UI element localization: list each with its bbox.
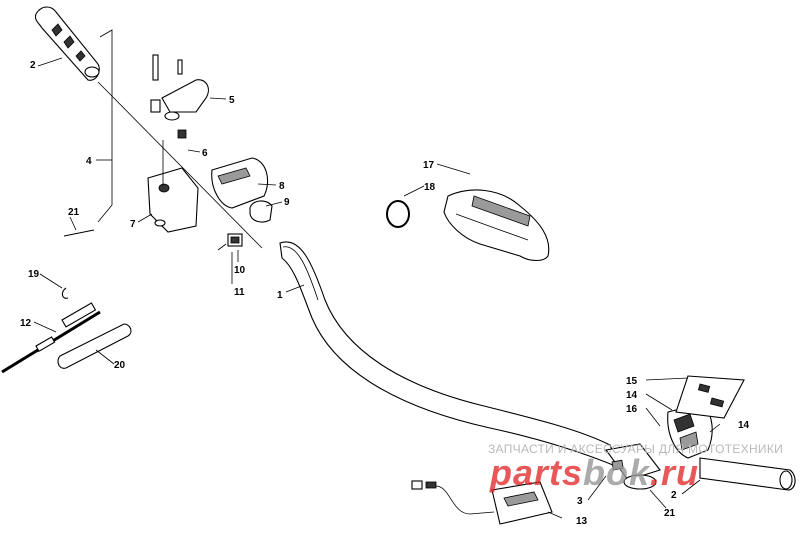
assembly-bracket-line	[97, 29, 113, 223]
callout-labels: 2 5 4 6 8 7 9 21 10 11 1 19 12 20 17 18 …	[20, 60, 750, 527]
callout-7: 7	[130, 219, 136, 230]
watermark-logo-bok: bok	[583, 452, 651, 493]
throttle-block	[147, 140, 199, 233]
callout-21-left: 21	[68, 207, 80, 218]
nut	[177, 129, 187, 139]
left-grip	[34, 6, 100, 81]
bushing	[623, 474, 657, 490]
watermark-logo: partsbok.ru	[490, 452, 699, 494]
callout-1: 1	[277, 290, 283, 301]
callout-20: 20	[114, 360, 126, 371]
clamp	[249, 200, 273, 223]
wiring-harness	[411, 480, 553, 525]
callout-21-right: 21	[664, 508, 676, 519]
switch-housing-lower	[605, 443, 661, 481]
callout-10: 10	[234, 265, 246, 276]
snap-ring	[386, 200, 410, 228]
handlebar	[279, 241, 622, 470]
handguard	[443, 189, 550, 262]
callout-19: 19	[28, 269, 40, 280]
callout-14-right: 14	[738, 420, 750, 431]
callout-15: 15	[626, 376, 638, 387]
callout-2-left: 2	[30, 60, 36, 71]
callout-17: 17	[423, 160, 435, 171]
housing-cover	[211, 157, 269, 209]
right-grip	[699, 457, 796, 491]
callout-2-right: 2	[671, 490, 677, 501]
cable-clip	[61, 287, 69, 299]
callout-12: 12	[20, 318, 32, 329]
callout-18: 18	[424, 182, 436, 193]
switch-kit-box	[675, 375, 745, 419]
callout-16: 16	[626, 404, 638, 415]
callout-14-upper: 14	[626, 390, 638, 401]
watermark-logo-ru: .ru	[650, 452, 700, 493]
throttle-lever	[150, 54, 209, 121]
callout-3: 3	[577, 496, 583, 507]
callout-5: 5	[229, 95, 235, 106]
watermark-logo-parts: parts	[490, 452, 584, 493]
leader-lines	[33, 57, 721, 519]
callout-8: 8	[279, 181, 285, 192]
switch	[217, 233, 243, 251]
throttle-cable	[1, 302, 101, 374]
right-control-housing	[667, 403, 713, 459]
watermark-tagline: ЗАПЧАСТИ И АКСЕССУАРЫ ДЛЯ МОТОТЕХНИКИ	[488, 442, 784, 456]
screw-left	[63, 229, 95, 237]
callout-4: 4	[86, 156, 92, 167]
tube	[57, 323, 132, 369]
callout-9: 9	[284, 197, 290, 208]
callout-11: 11	[234, 287, 245, 298]
callout-6: 6	[202, 148, 208, 159]
callout-13: 13	[576, 516, 588, 527]
